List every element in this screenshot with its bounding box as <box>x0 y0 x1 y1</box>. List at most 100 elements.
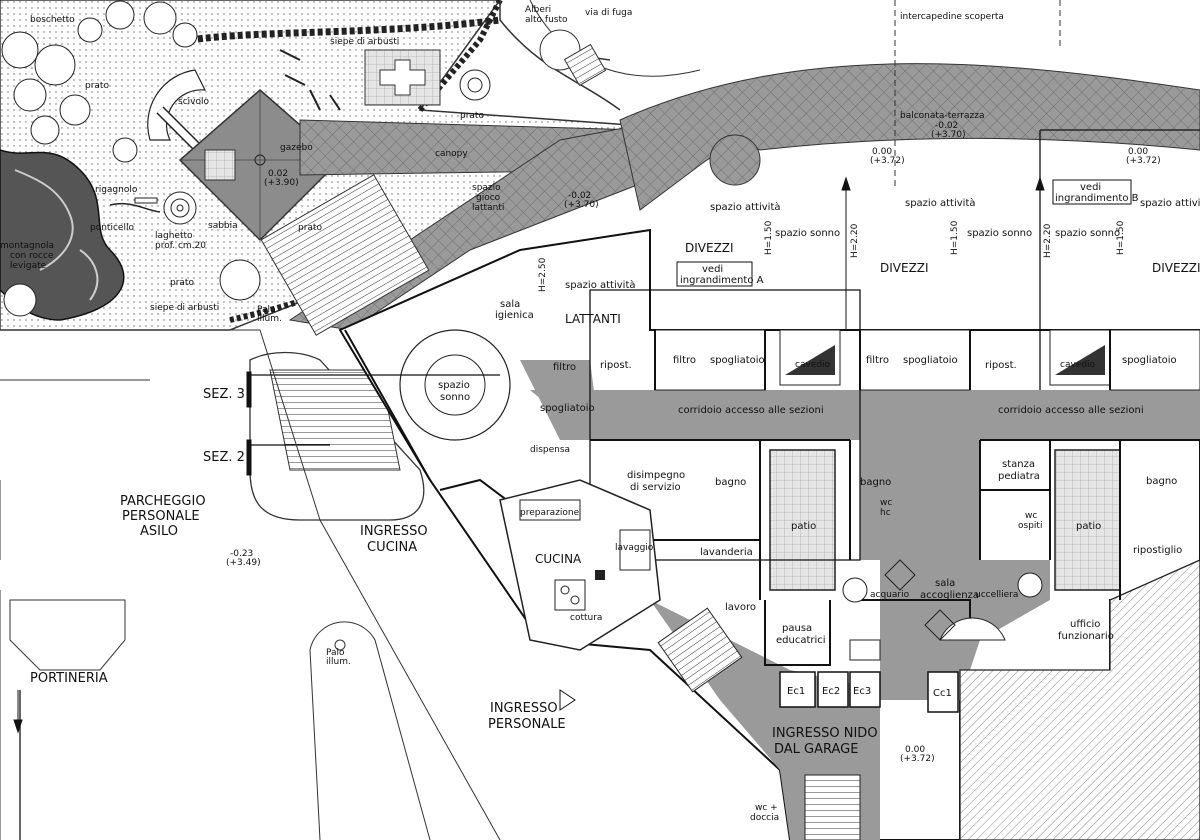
label-wc-doccia-2: doccia <box>750 813 779 823</box>
label-laghetto-2: prof. cm.20 <box>155 241 206 251</box>
label-elev-4a: -0.02 <box>568 191 591 201</box>
label-rigagnolo: rigagnolo <box>95 185 138 195</box>
label-h220-1: H=2.20 <box>850 223 860 258</box>
label-elev-5a: 0.02 <box>268 169 288 179</box>
labels: boschetto Alberi alto fusto via di fuga … <box>0 5 1200 823</box>
label-elev-7b: (+3.72) <box>900 754 935 764</box>
direction-arrows <box>13 176 1045 734</box>
label-montagnola-3: levigate <box>10 261 47 271</box>
label-spazio-gioco-3: lattanti <box>472 203 504 213</box>
label-spazio-sonno-3: spazio sonno <box>1055 228 1120 239</box>
label-divezzi-3: DIVEZZI <box>1152 261 1200 275</box>
label-ingresso-personale-2: PERSONALE <box>488 717 566 732</box>
label-parcheggio-1: PARCHEGGIO <box>120 494 206 509</box>
label-elev-1a: 0.00 <box>872 147 892 157</box>
label-h220-2: H=2.20 <box>1043 223 1053 258</box>
kitchen <box>499 479 661 651</box>
label-lattanti: LATTANTI <box>565 312 621 326</box>
label-spazio-gioco-2: gioco <box>476 193 501 203</box>
play-items <box>109 49 491 225</box>
label-h150-1: H=1.50 <box>764 220 774 255</box>
label-ponticello: ponticello <box>90 223 134 233</box>
label-ripost-1: ripost. <box>600 360 632 371</box>
label-bagno-3: bagno <box>1146 476 1177 487</box>
label-ec3: Ec3 <box>853 686 871 697</box>
label-siepe-top: siepe di arbusti <box>330 37 399 47</box>
label-ingresso-nido-2: DAL GARAGE <box>774 742 858 757</box>
label-filtro-3: filtro <box>866 355 889 366</box>
label-patio-2: patio <box>1076 521 1101 532</box>
label-disimpegno-1: disimpegno <box>627 470 685 481</box>
label-patio-1: patio <box>791 521 816 532</box>
label-vedi-b-1: vedi <box>1080 182 1101 193</box>
building <box>338 228 1200 840</box>
label-balconata: balconata-terrazza <box>900 111 984 121</box>
label-parcheggio-2: PERSONALE <box>122 509 200 524</box>
label-prato-1: prato <box>85 81 109 91</box>
label-ufficio-funzionario-2: funzionario <box>1058 631 1114 642</box>
label-intercapedine: intercapedine scoperta <box>900 12 1004 22</box>
label-dispensa: dispensa <box>530 445 570 455</box>
label-sez-2: SEZ. 2 <box>203 450 245 465</box>
label-sala-igienica-2: igienica <box>495 310 534 321</box>
label-cucina: CUCINA <box>535 552 582 566</box>
label-ripostiglio: ripostiglio <box>1133 545 1182 556</box>
label-parcheggio-3: ASILO <box>140 524 178 539</box>
label-bagno-1: bagno <box>715 477 746 488</box>
label-wc-doccia-1: wc + <box>755 803 778 813</box>
label-cottura: cottura <box>570 613 602 623</box>
label-palo-illum-1: Palo <box>257 305 276 315</box>
label-vedi-a-2: ingrandimento A <box>680 275 764 286</box>
label-portineria: PORTINERIA <box>30 671 108 686</box>
label-spazio-sonno-1: spazio sonno <box>775 228 840 239</box>
label-elev-6a: -0.23 <box>230 549 253 559</box>
parking <box>0 329 501 840</box>
label-vedi-a-1: vedi <box>702 264 723 275</box>
balcony-terrace <box>619 63 1200 211</box>
rock-mound <box>0 149 125 321</box>
label-elev-5b: (+3.90) <box>264 178 299 188</box>
label-h250: H=2.50 <box>538 257 548 292</box>
label-canopy: canopy <box>435 149 468 159</box>
label-pausa-educatrici-2: educatrici <box>776 635 826 646</box>
label-stanza-pediatra-2: pediatra <box>998 471 1040 482</box>
label-ingresso-cucina-2: CUCINA <box>367 540 417 555</box>
label-wc-ospiti-1: wc <box>1025 511 1037 521</box>
label-ingresso-nido-1: INGRESSO NIDO <box>772 726 878 741</box>
label-corridoio-2: corridoio accesso alle sezioni <box>998 405 1144 416</box>
label-montagnola-1: montagnola <box>0 241 54 251</box>
label-elev-3b: (+3.70) <box>931 130 966 140</box>
label-spogliatoio-4: spogliatoio <box>540 403 595 414</box>
label-filtro-1: filtro <box>553 362 576 373</box>
label-h150-2: H=1.50 <box>950 220 960 255</box>
label-h150-3: H=1.50 <box>1116 220 1126 255</box>
elevators <box>779 671 959 713</box>
stairs-bottom <box>657 607 861 840</box>
label-preparazione: preparazione <box>520 508 580 518</box>
label-alberi: Alberi <box>525 5 551 15</box>
label-filtro-2: filtro <box>673 355 696 366</box>
reception-features <box>842 559 1043 661</box>
label-spogliatoio-1: spogliatoio <box>710 355 765 366</box>
label-bagno-2: bagno <box>860 477 891 488</box>
label-elev-6b: (+3.49) <box>226 558 261 568</box>
label-ingresso-cucina-1: INGRESSO <box>360 524 428 539</box>
label-ec2: Ec2 <box>822 686 840 697</box>
ingrandimento-b-box <box>1052 179 1132 205</box>
label-palo-illum-1b: illum. <box>257 314 282 324</box>
label-lavaggio: lavaggio <box>615 543 654 553</box>
label-wc-hc-1: wc <box>880 498 892 508</box>
label-spazio-gioco: spazio <box>472 183 501 193</box>
label-cavedio-1: cavedio <box>795 360 831 370</box>
label-elev-4b: (+3.70) <box>564 200 599 210</box>
label-spazio-attivita-3: spazio attività <box>1140 197 1200 209</box>
label-prato-2: prato <box>460 111 484 121</box>
label-alto-fusto: alto fusto <box>525 15 568 25</box>
label-gazebo: gazebo <box>280 143 313 153</box>
label-palo-illum-2b: illum. <box>326 657 351 667</box>
label-prato-3: prato <box>298 223 322 233</box>
label-scivolo: scivolo <box>178 97 209 107</box>
walls <box>344 129 1200 666</box>
label-ec1: Ec1 <box>787 686 805 697</box>
ingrandimento-a-box <box>676 261 753 287</box>
